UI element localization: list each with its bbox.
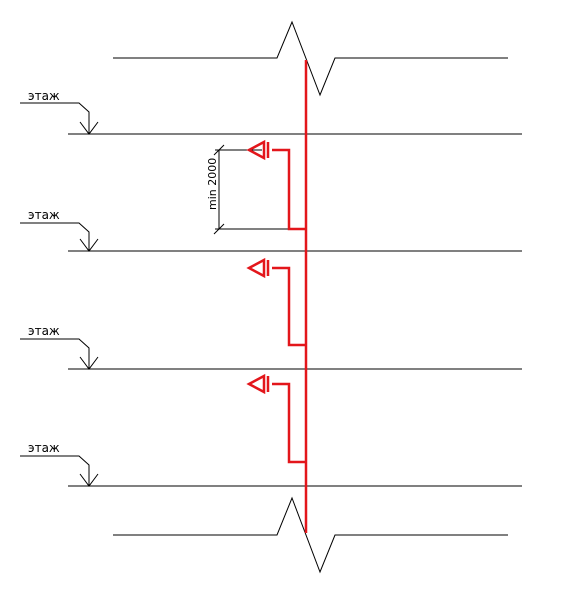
hydrant-branch-1 <box>246 139 306 231</box>
fire-hydrant-valve-icon <box>246 257 266 279</box>
dimension-min-2000: min 2000 <box>206 144 290 235</box>
dimension-label: min 2000 <box>206 158 219 210</box>
floor-label: этаж <box>28 324 60 338</box>
fire-hydrant-valve-icon <box>246 373 266 395</box>
bottom-break-line <box>113 496 508 574</box>
level-marker-1: этаж <box>20 89 99 135</box>
hydrant-branch-2 <box>246 257 306 347</box>
top-break-line <box>113 20 508 97</box>
level-marker-2: этаж <box>20 208 99 252</box>
floor-label: этаж <box>28 441 60 455</box>
fire-hydrant-valve-icon <box>246 139 266 161</box>
level-marker-4: этаж <box>20 441 99 487</box>
fire-riser <box>246 60 308 533</box>
hydrant-branch-3 <box>246 373 306 464</box>
floor-label: этаж <box>28 89 60 103</box>
floor-label: этаж <box>28 208 60 222</box>
level-marker-3: этаж <box>20 324 99 370</box>
